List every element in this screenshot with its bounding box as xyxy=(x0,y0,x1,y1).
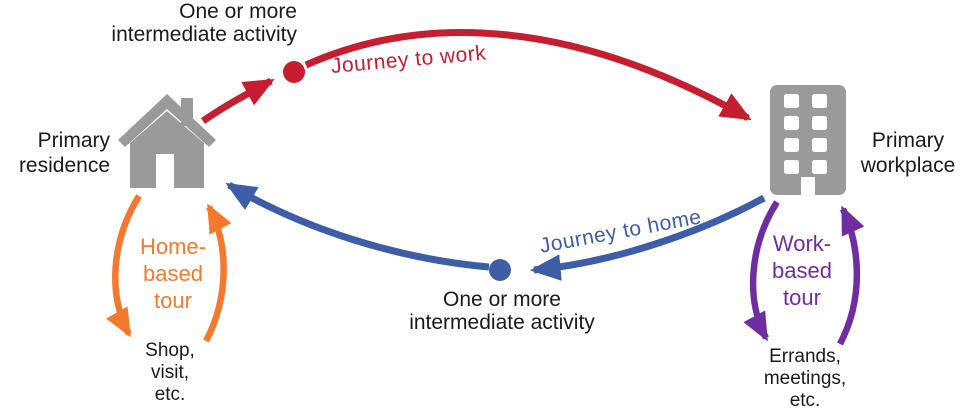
office-building-icon xyxy=(770,85,846,195)
primary-residence-label: Primary residence xyxy=(18,129,110,177)
work-tour-arrow-up xyxy=(837,205,865,346)
journey-to-home-arc-stop-to-home xyxy=(225,181,490,271)
house-icon xyxy=(118,94,216,188)
work-tour-examples-label: Errands, meetings, etc. xyxy=(763,346,847,411)
home-journey-stop-dot xyxy=(489,259,511,281)
journey-to-home-arc-work-to-stop xyxy=(529,194,766,281)
work-journey-stop-label: One or more intermediate activity xyxy=(111,0,297,46)
home-tour-arrow-up xyxy=(203,203,232,343)
home-journey-stop-label: One or more intermediate activity xyxy=(409,288,595,334)
work-based-tour-label: Work- based tour xyxy=(772,231,832,310)
home-tour-arrow-down xyxy=(106,194,142,338)
journey-to-work-arc-stop-to-work xyxy=(304,29,752,122)
work-journey-stop-dot xyxy=(283,61,305,83)
primary-workplace-label: Primary workplace xyxy=(860,129,956,177)
home-tour-examples-label: Shop, visit, etc. xyxy=(145,340,195,405)
work-tour-arrow-down xyxy=(743,200,780,342)
journey-to-work-arc-home-to-stop xyxy=(201,77,275,124)
home-based-tour-label: Home- based tour xyxy=(139,234,206,313)
